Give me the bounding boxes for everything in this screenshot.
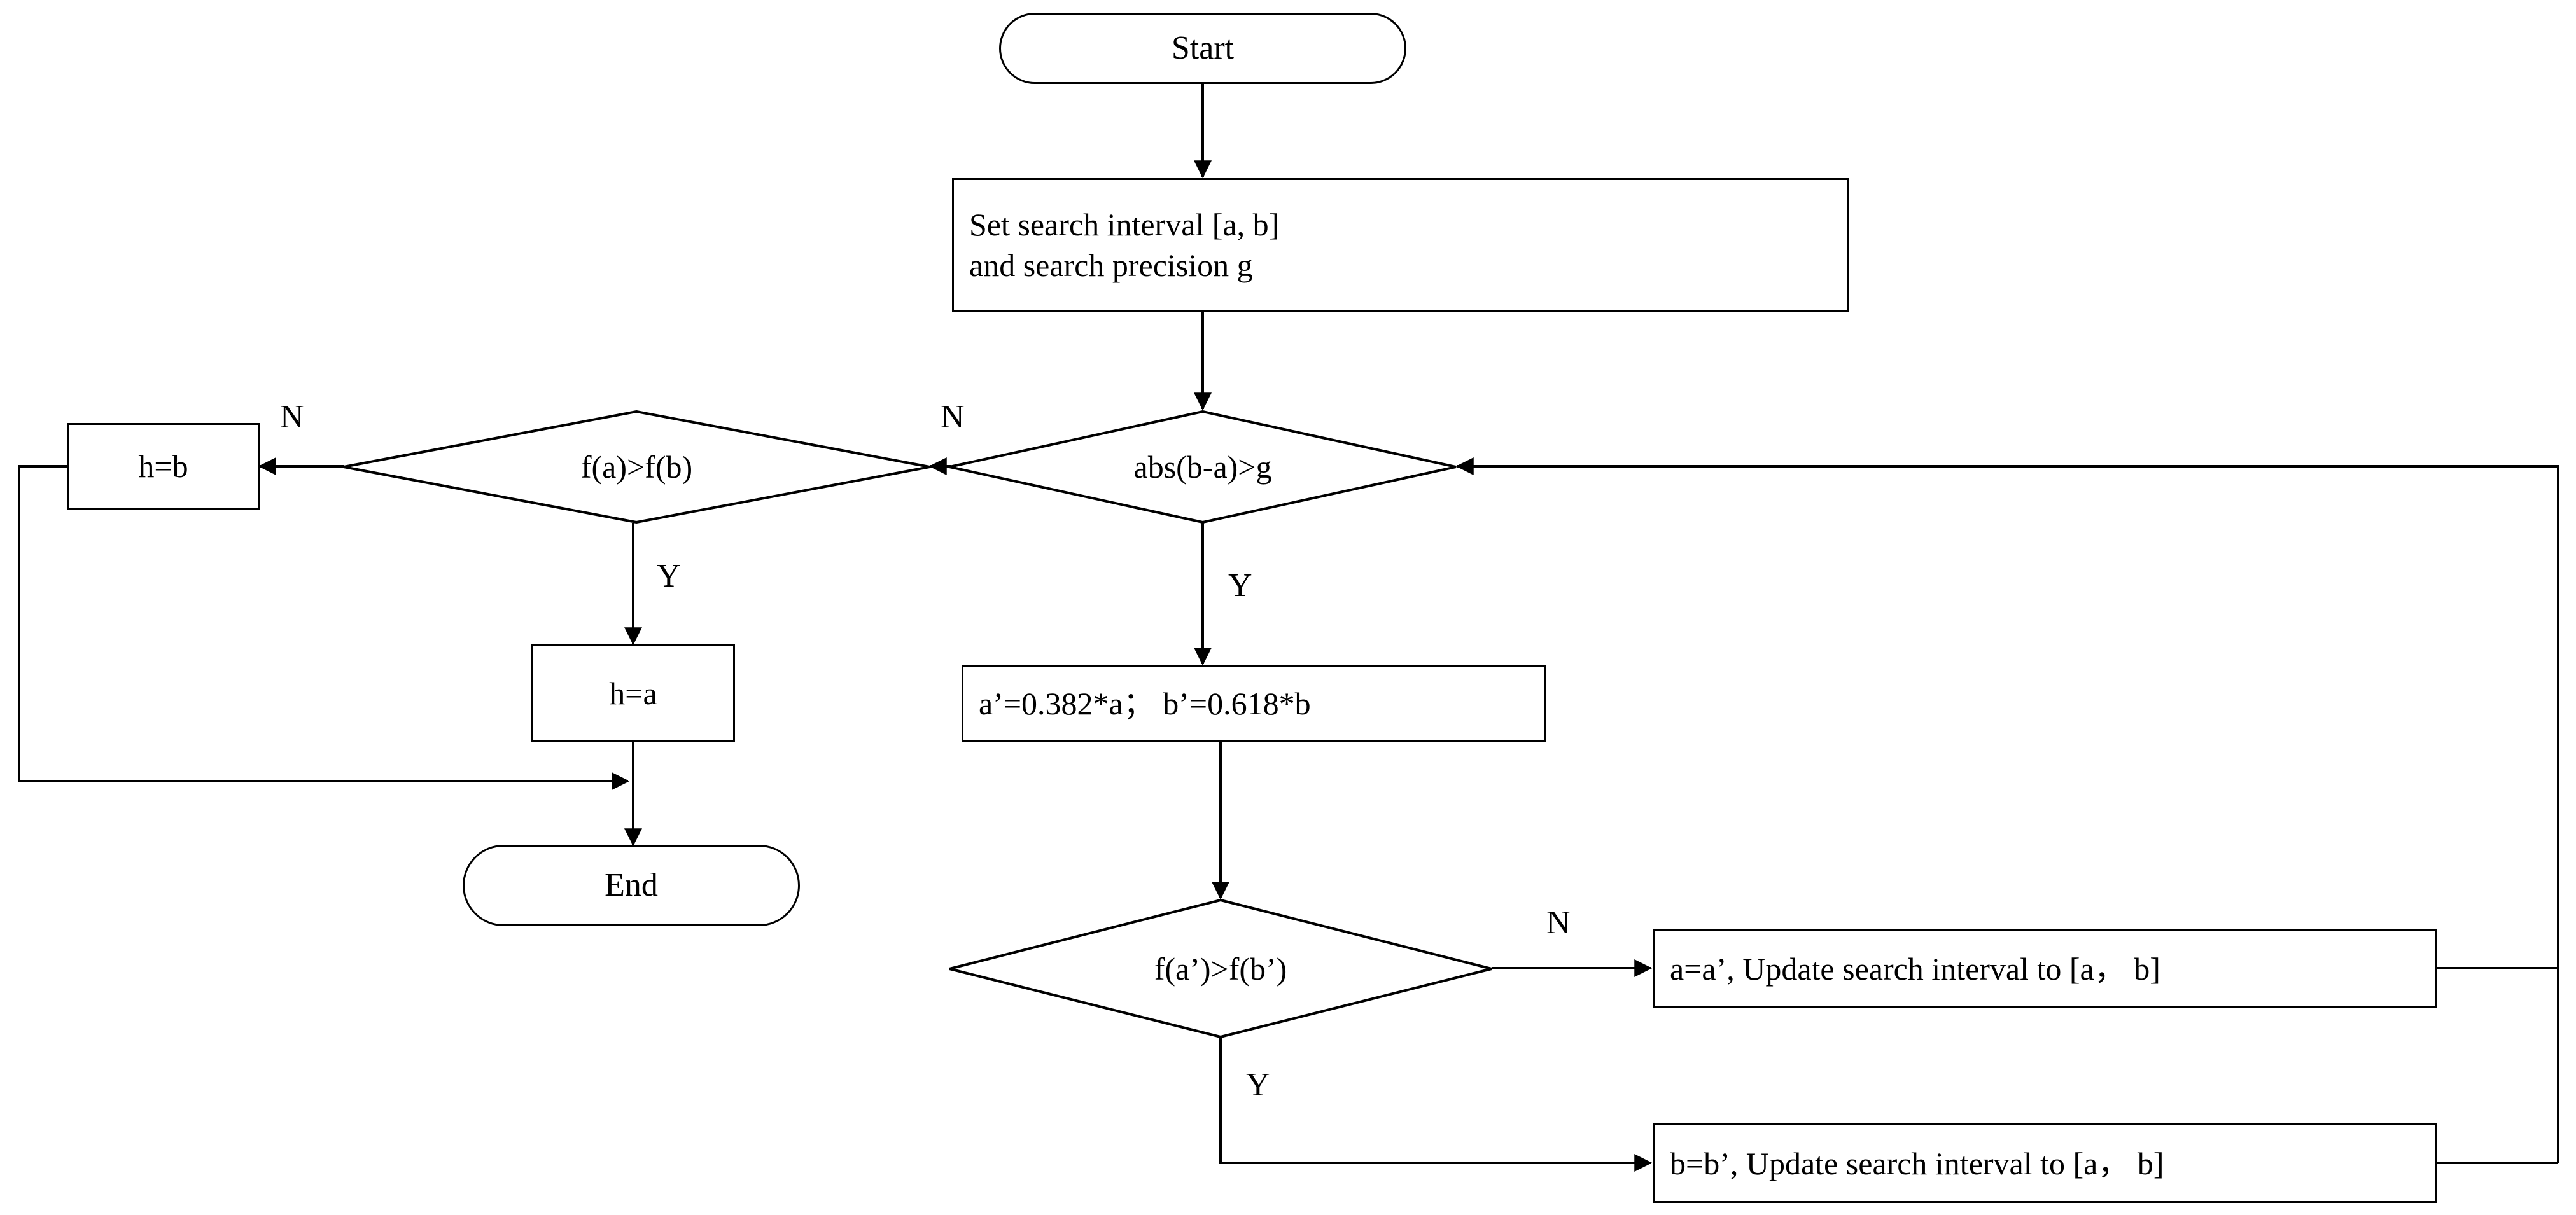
node-init[interactable]: Set search interval [a, b] and search pr…	[952, 178, 1849, 312]
edge-rail-to-check	[1455, 457, 2559, 1163]
node-compare-ab-label: f(a)>f(b)	[580, 449, 693, 485]
decision-diamond-shape	[342, 410, 931, 524]
node-check-interval[interactable]: abs(b-a)>g	[948, 410, 1457, 524]
node-end[interactable]: End	[463, 845, 800, 926]
node-update-a-label: a=a’, Update search interval to [a， b]	[1670, 950, 2160, 987]
node-compare-ab[interactable]: f(a)>f(b)	[342, 410, 931, 524]
node-start-label: Start	[1171, 29, 1235, 66]
node-end-label: End	[605, 866, 658, 903]
node-update-a[interactable]: a=a’, Update search interval to [a， b]	[1653, 929, 2437, 1008]
edge-label-check-interval-yes: Y	[1228, 567, 1252, 604]
node-h-equals-b-label: h=b	[138, 448, 188, 484]
node-h-equals-a-label: h=a	[609, 675, 657, 711]
node-golden-split-label: a’=0.382*a； b’=0.618*b	[979, 686, 1311, 721]
decision-diamond-shape	[948, 899, 1493, 1038]
node-compare-ab-prime[interactable]: f(a’)>f(b’)	[948, 899, 1493, 1038]
node-update-b-label: b=b’, Update search interval to [a， b]	[1670, 1145, 2164, 1181]
node-check-interval-label: abs(b-a)>g	[1133, 449, 1272, 485]
edge-label-compare-ab-prime-yes: Y	[1246, 1067, 1270, 1103]
node-update-b[interactable]: b=b’, Update search interval to [a， b]	[1653, 1123, 2437, 1203]
node-compare-ab-prime-label: f(a’)>f(b’)	[1154, 950, 1287, 987]
edge-compare-prime-yes-to-update-b	[1219, 1038, 1653, 1172]
decision-diamond-shape	[948, 410, 1457, 524]
edge-label-compare-ab-yes: Y	[657, 558, 681, 594]
node-h-equals-b[interactable]: h=b	[67, 423, 260, 510]
node-golden-split[interactable]: a’=0.382*a； b’=0.618*b	[962, 665, 1546, 742]
edge-label-compare-ab-prime-no: N	[1546, 905, 1571, 941]
node-start[interactable]: Start	[999, 13, 1406, 84]
edge-label-check-interval-no: N	[941, 399, 965, 435]
edge-label-compare-ab-no: N	[280, 399, 304, 435]
node-init-label: Set search interval [a, b] and search pr…	[969, 207, 1280, 283]
node-h-equals-a[interactable]: h=a	[531, 644, 735, 742]
